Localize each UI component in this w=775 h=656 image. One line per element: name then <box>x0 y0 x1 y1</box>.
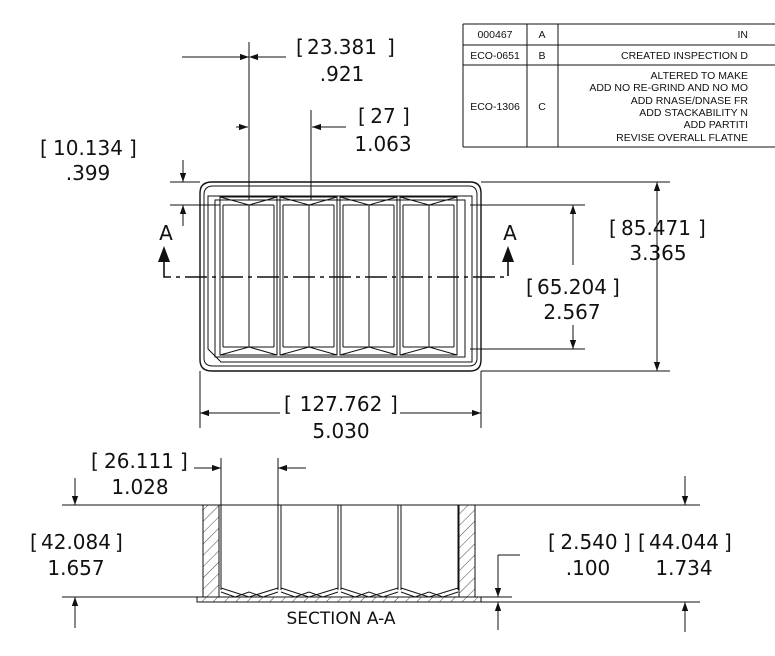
rev-row-a-eco: 000467 <box>477 29 512 41</box>
section-marker-right: A <box>503 221 517 245</box>
dim-inner-height-mm: 42.084 <box>41 530 111 554</box>
rev-row-c-line-6: REVISE OVERALL FLATNE <box>616 132 748 144</box>
dim-inner-depth-in: 2.567 <box>543 300 600 324</box>
well-1-contours <box>219 196 278 356</box>
dim-overall-depth-in: 3.365 <box>629 241 686 265</box>
dim-top-offset-bracket: [ <box>40 136 48 160</box>
dim-inner-height-in: 1.657 <box>47 556 104 580</box>
rev-row-b-eco: ECO-0651 <box>470 50 520 62</box>
section-marker-left: A <box>159 221 173 245</box>
rev-row-c-line-1: ALTERED TO MAKE <box>651 70 748 82</box>
dim-overall-depth-bracket: [ <box>609 216 617 240</box>
dim-inner-height-bracket-close: ] <box>115 530 123 554</box>
dim-overall-depth: [ ] 85.471 3.365 <box>481 181 706 372</box>
dim-well-pitch-bracket: [ <box>91 449 99 473</box>
section-label: SECTION A-A <box>287 609 396 629</box>
dim-well-width-mm: 23.381 <box>307 35 377 59</box>
rev-row-c-line-5: ADD PARTITI <box>684 119 748 131</box>
rev-row-c-eco: ECO-1306 <box>470 101 520 113</box>
rev-row-c-line-3: ADD RNASE/DNASE FR <box>631 95 749 107</box>
plate-top-view <box>199 181 482 372</box>
rev-row-a-desc: IN <box>738 29 749 41</box>
dim-top-offset: [ ] 10.134 .399 <box>40 136 220 226</box>
revision-table-text: 000467 A IN ECO-0651 B CREATED INSPECTIO… <box>470 29 748 144</box>
rev-row-b-desc: CREATED INSPECTION D <box>621 50 748 62</box>
dim-overall-length-bracket-close: ] <box>390 392 398 416</box>
dim-well-width: [ ] 23.381 .921 <box>182 35 395 200</box>
dim-overall-length-bracket: [ <box>284 392 292 416</box>
section-view: SECTION A-A <box>196 504 482 629</box>
dim-top-offset-in: .399 <box>66 161 111 185</box>
dim-flange-in: .100 <box>566 556 611 580</box>
dim-inner-depth-bracket: [ <box>526 275 534 299</box>
dim-overall-height: [ ] 44.044 1.734 <box>475 476 732 632</box>
dim-well-pitch-mm: 26.111 <box>104 449 174 473</box>
revision-table <box>462 23 775 148</box>
dim-well-width-in: .921 <box>320 62 365 86</box>
dim-flange: [ ] 2.540 .100 <box>480 530 631 630</box>
dim-overall-height-bracket: [ <box>638 530 646 554</box>
dim-top-offset-bracket-close: ] <box>129 136 137 160</box>
dim-top-offset-mm: 10.134 <box>53 136 123 160</box>
dim-overall-height-mm: 44.044 <box>649 530 719 554</box>
dim-partial-well-mm: 27 <box>370 104 395 128</box>
dim-well-width-bracket-close: ] <box>387 35 395 59</box>
dim-flange-mm: 2.540 <box>560 530 617 554</box>
well-3-contours <box>339 196 398 356</box>
dim-overall-length: [ ] 127.762 5.030 <box>199 371 482 443</box>
dim-overall-length-mm: 127.762 <box>300 392 383 416</box>
dim-inner-height-bracket: [ <box>30 530 38 554</box>
dim-partial-well-bracket: [ <box>358 104 366 128</box>
dim-flange-bracket: [ <box>548 530 556 554</box>
dim-partial-well-in: 1.063 <box>354 132 411 156</box>
dim-inner-depth-mm: 65.204 <box>537 275 607 299</box>
well-array <box>219 196 458 356</box>
dim-partial-well: [ ] 27 1.063 <box>236 104 412 200</box>
dim-overall-height-bracket-close: ] <box>724 530 732 554</box>
dim-overall-height-in: 1.734 <box>655 556 712 580</box>
rev-row-a-rev: A <box>538 29 545 41</box>
dim-well-pitch-in: 1.028 <box>111 475 168 499</box>
rev-row-c-line-4: ADD STACKABILITY N <box>639 107 748 119</box>
rev-row-c-rev: C <box>538 101 546 113</box>
rev-row-b-rev: B <box>538 50 545 62</box>
dim-overall-depth-mm: 85.471 <box>621 216 691 240</box>
dim-overall-depth-bracket-close: ] <box>698 216 706 240</box>
dim-well-width-bracket: [ <box>296 35 304 59</box>
dim-overall-length-in: 5.030 <box>312 419 369 443</box>
rev-row-c-line-2: ADD NO RE-GRIND AND NO MO <box>589 82 748 94</box>
well-4-contours <box>399 196 458 356</box>
dim-flange-bracket-close: ] <box>623 530 631 554</box>
section-cut-line: A A <box>158 221 517 278</box>
dim-inner-depth: [ ] 65.204 2.567 <box>470 204 620 350</box>
well-2-contours <box>279 196 338 356</box>
dim-inner-height: [ ] 42.084 1.657 <box>30 478 203 628</box>
dim-partial-well-bracket-close: ] <box>402 104 410 128</box>
dim-well-pitch-bracket-close: ] <box>180 449 188 473</box>
dim-inner-depth-bracket-close: ] <box>612 275 620 299</box>
dim-well-pitch: [ ] 26.111 1.028 <box>91 449 306 505</box>
